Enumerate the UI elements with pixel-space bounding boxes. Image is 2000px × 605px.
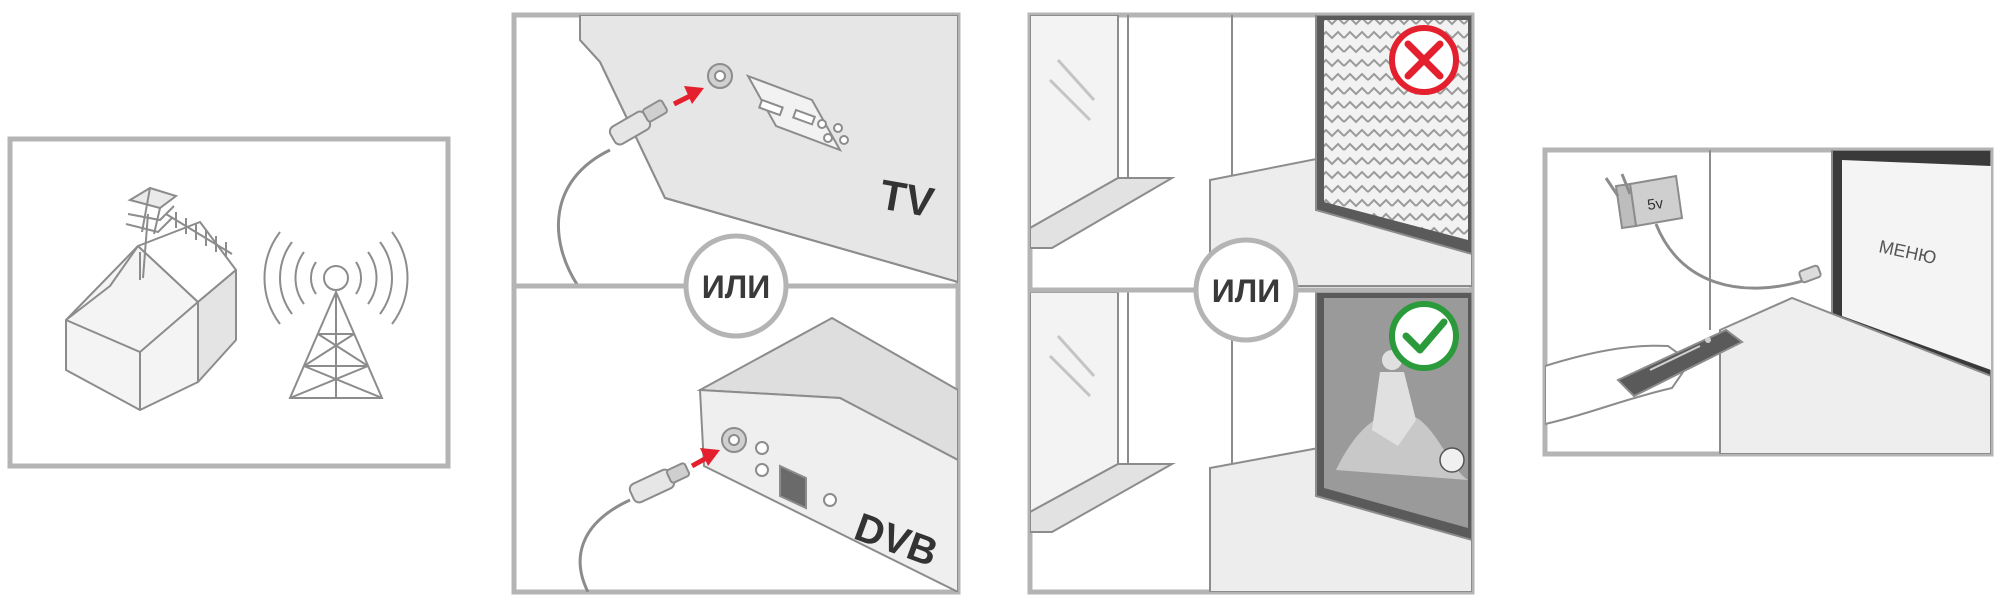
coax-cable-bottom [578,462,691,592]
tv-back-illustration [579,15,958,284]
house-icon [65,221,237,411]
or-badge: ИЛИ [1193,237,1299,343]
cross-circle-icon [1389,25,1459,95]
power-adapter-icon [1604,173,1822,290]
panel-connection: TV [511,12,961,595]
arrow-right-icon [690,448,720,469]
antenna-icon [125,186,233,279]
tv-label: TV [876,171,937,227]
dvb-receiver-illustration [696,316,958,592]
panel-setup: МЕНЮ 5v [1542,147,1994,457]
or-badge: ИЛИ [683,233,789,339]
broadcast-tower-icon [263,231,409,399]
check-circle-icon [1389,301,1459,371]
remote-control-icon [1545,328,1744,426]
adapter-voltage-label: 5v [1646,195,1665,214]
panel-antenna [7,136,451,469]
arrow-right-icon [672,86,704,107]
coax-cable-top [556,99,668,287]
panel-signal: ИЛИ [1027,12,1475,595]
or-label: ИЛИ [702,269,770,305]
or-label: ИЛИ [1212,273,1280,309]
tv-screen-illustration [1831,150,1991,386]
